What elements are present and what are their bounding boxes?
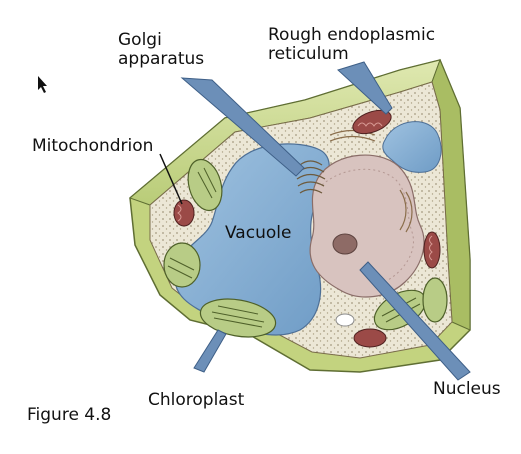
label-chloroplast: Chloroplast (148, 390, 245, 410)
chloroplast-left (163, 242, 201, 288)
mitochondrion-left (173, 199, 195, 227)
mouse-cursor-icon (38, 76, 47, 93)
golgi-arrow (180, 77, 305, 177)
chloroplast-arrow (193, 329, 227, 373)
rough-er (329, 129, 413, 233)
label-vacuole: Vacuole (225, 223, 292, 243)
label-arrows (180, 61, 471, 381)
mitochondrion-pointer (159, 153, 183, 205)
small-vacuole (382, 121, 442, 173)
mitochondrion-bottom (353, 328, 387, 348)
nucleus (309, 154, 425, 298)
figure-caption: Figure 4.8 (27, 405, 112, 425)
label-rough-endoplasmic-reticulum: Rough endoplasmic reticulum (268, 25, 436, 64)
label-golgi-apparatus: Golgi apparatus (118, 30, 205, 69)
mitochondria (173, 109, 441, 348)
chloroplast-upper-left (187, 158, 223, 212)
nucleolus (332, 233, 358, 255)
label-mitochondrion: Mitochondrion (32, 136, 154, 156)
label-nucleus: Nucleus (433, 379, 501, 399)
rer-arrow (337, 61, 393, 115)
chloroplast-lower (199, 298, 277, 338)
mitochondrion-right (423, 231, 441, 269)
central-vacuole (174, 143, 330, 336)
chloroplast-corner (422, 277, 448, 323)
chloroplasts (163, 158, 448, 338)
mitochondrion-top (352, 109, 392, 135)
vesicle (335, 313, 355, 327)
nucleus-arrow (359, 261, 471, 381)
